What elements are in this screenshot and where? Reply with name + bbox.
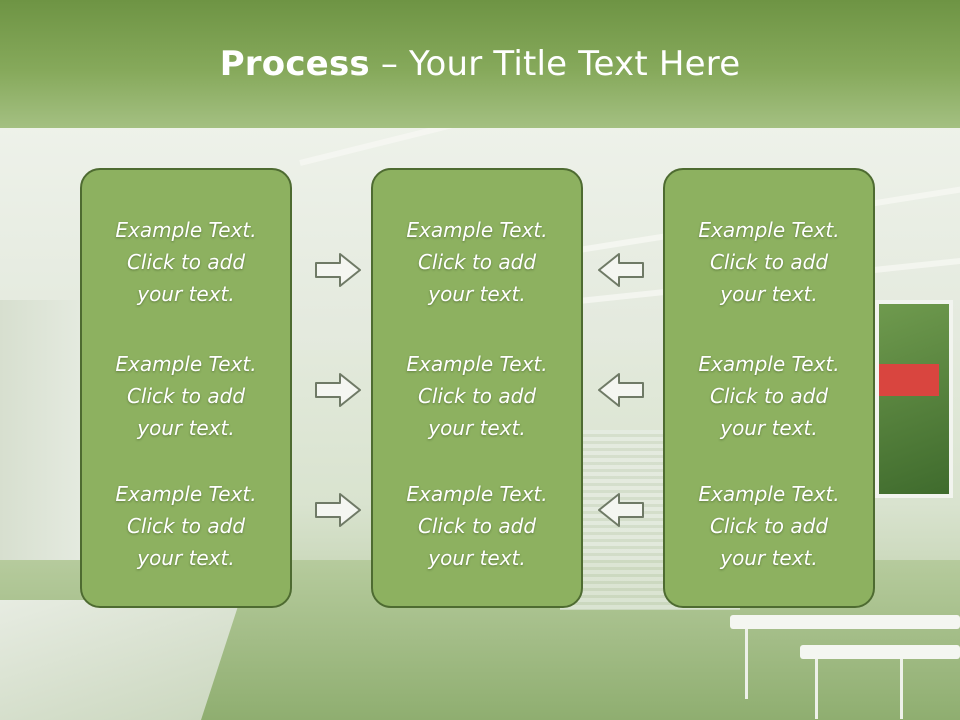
title-bold: Process <box>219 44 370 84</box>
arrow-right-icon[interactable] <box>314 251 362 289</box>
text-line: Example Text. <box>698 352 840 376</box>
bench-leg <box>745 629 748 699</box>
text-line: Click to add <box>709 514 829 538</box>
title-rest: – Your Title Text Here <box>369 44 741 84</box>
text-line: Example Text. <box>406 482 548 506</box>
bench-leg <box>900 659 903 719</box>
text-line: Click to add <box>126 384 246 408</box>
text-line: your text. <box>720 282 818 306</box>
text-line: your text. <box>137 416 235 440</box>
waiting-bench <box>730 615 960 629</box>
poster-tag <box>879 364 939 396</box>
text-line: Click to add <box>417 250 537 274</box>
bench-leg <box>815 659 818 719</box>
text-line: Click to add <box>417 514 537 538</box>
text-line: Click to add <box>709 250 829 274</box>
text-line: your text. <box>137 546 235 570</box>
process-panel-right[interactable]: Example Text. Click to add your text. Ex… <box>663 168 875 608</box>
text-placeholder[interactable]: Example Text. Click to add your text. <box>665 348 873 444</box>
text-placeholder[interactable]: Example Text. Click to add your text. <box>82 478 290 574</box>
left-wall <box>0 300 80 600</box>
text-line: your text. <box>428 416 526 440</box>
text-line: Example Text. <box>115 352 257 376</box>
wall-poster <box>875 300 953 498</box>
text-line: Example Text. <box>698 482 840 506</box>
text-placeholder[interactable]: Example Text. Click to add your text. <box>665 214 873 310</box>
text-line: Click to add <box>417 384 537 408</box>
arrow-right-icon[interactable] <box>314 491 362 529</box>
text-line: Example Text. <box>115 482 257 506</box>
text-placeholder[interactable]: Example Text. Click to add your text. <box>665 478 873 574</box>
slide-title[interactable]: Process – Your Title Text Here <box>220 44 741 84</box>
text-line: your text. <box>720 416 818 440</box>
floor-highlight <box>0 600 240 720</box>
text-placeholder[interactable]: Example Text. Click to add your text. <box>82 348 290 444</box>
text-placeholder[interactable]: Example Text. Click to add your text. <box>373 214 581 310</box>
waiting-bench <box>800 645 960 659</box>
text-line: your text. <box>720 546 818 570</box>
arrow-left-icon[interactable] <box>597 251 645 289</box>
text-line: Click to add <box>126 250 246 274</box>
text-placeholder[interactable]: Example Text. Click to add your text. <box>373 478 581 574</box>
text-line: Click to add <box>709 384 829 408</box>
arrow-left-icon[interactable] <box>597 371 645 409</box>
text-line: your text. <box>137 282 235 306</box>
text-line: your text. <box>428 282 526 306</box>
text-line: Example Text. <box>698 218 840 242</box>
text-line: Example Text. <box>406 352 548 376</box>
text-line: Example Text. <box>406 218 548 242</box>
arrow-right-icon[interactable] <box>314 371 362 409</box>
title-bar: Process – Your Title Text Here <box>0 0 960 128</box>
text-line: Example Text. <box>115 218 257 242</box>
text-line: your text. <box>428 546 526 570</box>
text-placeholder[interactable]: Example Text. Click to add your text. <box>82 214 290 310</box>
text-placeholder[interactable]: Example Text. Click to add your text. <box>373 348 581 444</box>
text-line: Click to add <box>126 514 246 538</box>
process-panel-center[interactable]: Example Text. Click to add your text. Ex… <box>371 168 583 608</box>
process-panel-left[interactable]: Example Text. Click to add your text. Ex… <box>80 168 292 608</box>
arrow-left-icon[interactable] <box>597 491 645 529</box>
